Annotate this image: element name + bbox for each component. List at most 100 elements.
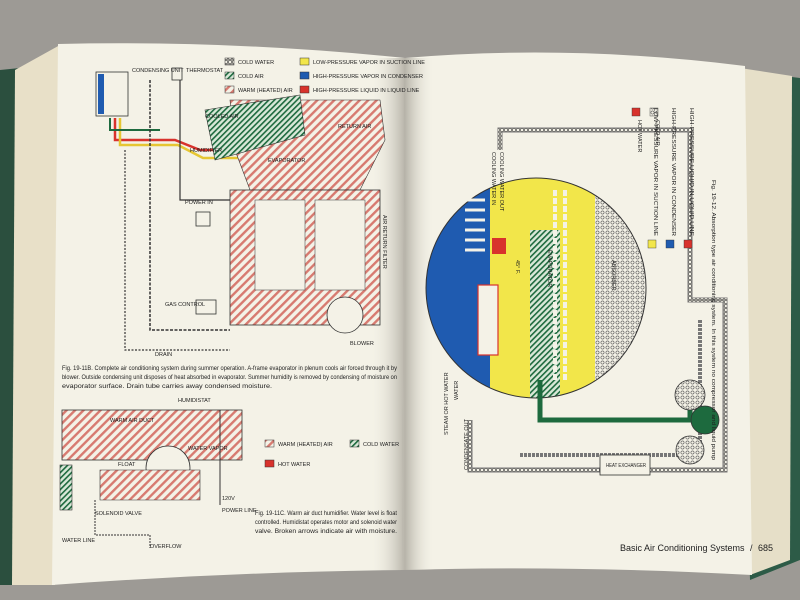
label-condensate-out: CONDENSATE OUT	[464, 418, 470, 470]
rp-legend-swatch-hot-water	[631, 107, 641, 117]
label-humidifier: HUMIDIFIER	[190, 148, 222, 154]
legend-cold-water: COLD WATER	[238, 60, 274, 66]
gas-control-box	[195, 299, 217, 315]
right-page-stack	[740, 68, 792, 575]
drain-line-top	[109, 118, 160, 131]
legend-high-pressure-liquid: HIGH-PRESSURE LIQUID IN LIQUID LINE	[313, 88, 420, 94]
label-water: WATER	[454, 381, 460, 400]
fig-19-11b-legend: COLD WATER COLD AIR WARM (HEATED) AIR LO…	[224, 57, 425, 94]
label-water-line: WATER LINE	[62, 538, 95, 544]
rp-legend-cold-air: COLD AIR	[654, 120, 660, 146]
label-absorber: ABSORBER	[610, 260, 616, 291]
legend-high-pressure-vapor: HIGH-PRESSURE VAPOR IN CONDENSER	[313, 74, 423, 80]
fig-19-12-legend: HOT WATER COLD AIR LOW-PRESSURE VAPOR IN…	[631, 107, 716, 460]
label-humidistat: HUMIDISTAT	[178, 398, 211, 404]
warm-air-duct	[61, 409, 243, 461]
label-float: FLOAT	[118, 462, 136, 468]
legend2-swatch-cold-water	[349, 439, 360, 448]
label-120v: 120V	[222, 496, 235, 502]
legend-cold-air: COLD AIR	[238, 74, 264, 80]
label-power-line: POWER LINE	[222, 508, 257, 514]
legend-swatch-warm-air	[224, 85, 235, 94]
label-heat-exchanger: HEAT EXCHANGER	[606, 463, 646, 469]
overflow-pipe	[94, 500, 151, 548]
legend2-hot-water: HOT WATER	[278, 462, 310, 468]
label-return-air: RETURN AIR	[338, 124, 371, 130]
pump-upper	[674, 379, 706, 411]
caption-19-11c-line-1: Fig. 19-11C. Warm air duct humidifier. W…	[255, 511, 397, 517]
legend2-swatch-warm-air	[264, 439, 275, 448]
rp-legend-swatch-low-pressure	[647, 239, 657, 249]
rp-legend-low-pressure: LOW-PRESSURE VAPOR IN SUCTION LINE	[652, 108, 658, 236]
outer-piping-inner	[468, 128, 727, 472]
label-thermostat: THERMOSTAT	[186, 68, 224, 74]
caption-19-11b: Fig. 19-11B. Complete air conditioning s…	[62, 366, 397, 390]
pump-lower	[675, 435, 705, 465]
fig-19-11b-diagram: CONDENSING UNIT THERMOSTAT COOLED AIR HU…	[95, 67, 387, 358]
legend2-warm-air: WARM (HEATED) AIR	[278, 442, 333, 448]
heat-exchanger	[599, 454, 651, 476]
cold-water-inlet	[59, 464, 73, 511]
rp-legend-swatch-high-pressure-vapor	[665, 239, 675, 249]
fig-19-11c-legend: WARM (HEATED) AIR COLD WATER HOT WATER	[264, 439, 399, 468]
label-evaporator: EVAPORATOR	[268, 158, 305, 164]
label-drain: DRAIN	[155, 352, 172, 358]
label-temp: 45° F.	[514, 260, 520, 275]
tank-outline	[425, 177, 647, 399]
power-box	[195, 211, 211, 227]
caption-19-11c-line-3: valve. Broken arrows indicate air with m…	[255, 529, 397, 535]
refrigerant-green-line	[537, 380, 693, 423]
page-footer: Basic Air Conditioning Systems / 685	[620, 543, 773, 553]
control-wire-1	[149, 80, 230, 331]
rp-legend-high-pressure-vapor: HIGH-PRESSURE VAPOR IN CONDENSER	[670, 108, 676, 236]
label-overflow: OVERFLOW	[150, 544, 182, 550]
heat-exchanger-left	[254, 199, 306, 291]
rp-legend-high-pressure-liquid: HIGH-PRESSURE LIQUID IN LIQUID LINE	[688, 108, 694, 236]
label-condensing-unit: CONDENSING UNIT	[132, 68, 184, 74]
label-cooling-water-in: COOLING WATER IN	[490, 152, 496, 205]
rp-legend-swatch-high-pressure-liquid	[683, 239, 693, 249]
label-power-in: POWER IN	[185, 200, 213, 206]
legend-swatch-high-pressure-vapor	[299, 71, 310, 80]
label-cooled-air: COOLED AIR	[205, 114, 239, 120]
caption-19-11b-line-1: Fig. 19-11B. Complete air conditioning s…	[62, 366, 397, 372]
fig-19-12-diagram: HEAT EXCHANGER COOLING WATER OUT COOLING…	[425, 127, 728, 476]
caption-19-11c-line-2: controlled. Humidistat operates motor an…	[255, 520, 397, 526]
legend-swatch-cold-air	[224, 71, 235, 80]
legend2-cold-water: COLD WATER	[363, 442, 399, 448]
fig-19-11c-diagram: WARM AIR DUCT HUMIDISTAT WATER VAPOR FLO…	[59, 398, 257, 550]
legend2-swatch-hot-water	[264, 459, 275, 468]
drain-tube	[124, 150, 230, 351]
liquid-line-box	[492, 238, 506, 254]
label-blower: BLOWER	[350, 341, 374, 347]
rp-caption: Fig. 19-12. Absorption type air conditio…	[710, 180, 716, 460]
label-warm-air-duct: WARM AIR DUCT	[110, 418, 155, 424]
blower	[326, 296, 364, 334]
legend-low-pressure: LOW-PRESSURE VAPOR IN SUCTION LINE	[313, 60, 425, 66]
label-solenoid-valve: SOLENOID VALVE	[95, 511, 142, 517]
label-cooling-water-out: COOLING WATER OUT	[498, 152, 504, 212]
rp-legend-hot-water: HOT WATER	[636, 120, 642, 152]
legend-warm-air: WARM (HEATED) AIR	[238, 88, 293, 94]
rp-legend-swatch-cold-air	[649, 107, 659, 117]
label-gas-control: GAS CONTROL	[165, 302, 205, 308]
thermostat-box	[171, 67, 183, 81]
legend-swatch-high-pressure-liquid	[299, 85, 310, 94]
control-wire-2	[179, 80, 230, 201]
label-steam: STEAM OR HOT WATER	[444, 372, 450, 435]
caption-19-11b-line-2: blower. Outside condensing unit disposes…	[62, 375, 397, 381]
generator-coil	[477, 284, 499, 356]
label-water-vapor: WATER VAPOR	[188, 446, 228, 452]
condenser-coil	[98, 74, 104, 114]
footer-separator: /	[750, 543, 753, 553]
legend-swatch-low-pressure	[299, 57, 310, 66]
pump-green	[690, 405, 720, 435]
legend-swatch-cold-water	[224, 57, 235, 66]
caption-19-11c: Fig. 19-11C. Warm air duct humidifier. W…	[255, 511, 397, 535]
footer-page-number: 685	[758, 543, 773, 553]
label-evaporator-rp: EVAPORATOR	[546, 250, 552, 287]
water-pan	[99, 469, 201, 501]
label-air-return-filter: AIR RETURN FILTER	[381, 215, 387, 269]
heat-exchanger-right	[314, 199, 366, 291]
